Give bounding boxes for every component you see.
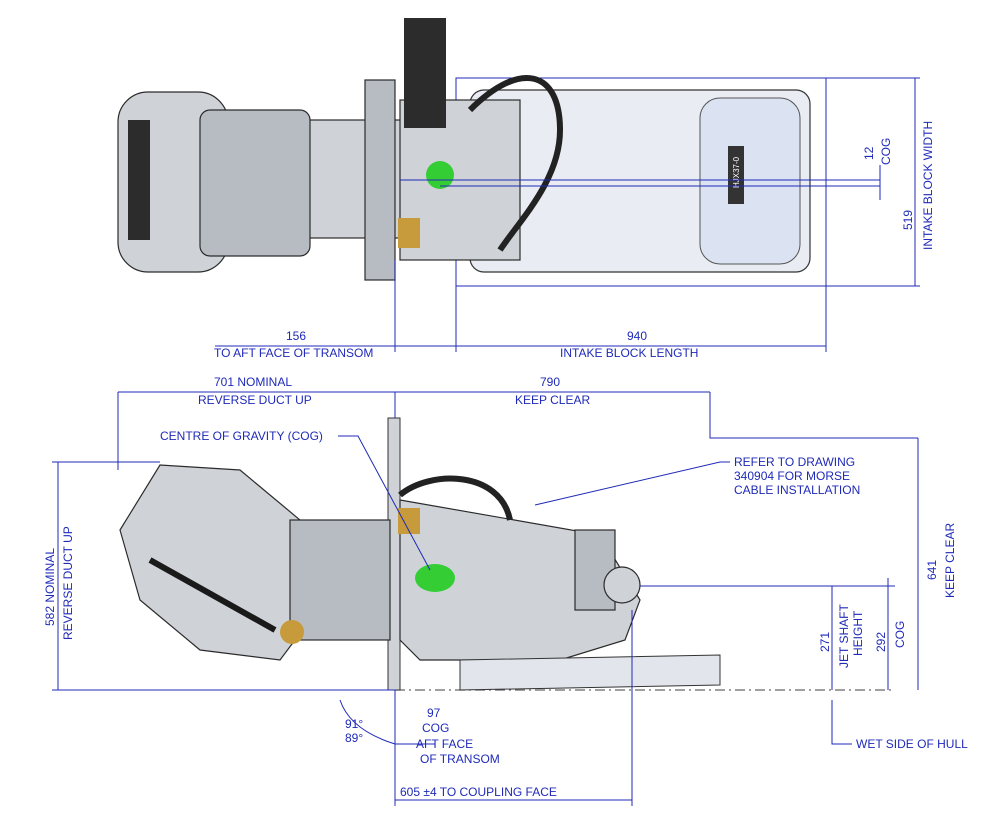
nozzle-plate <box>128 120 150 240</box>
morse-leader <box>534 461 730 506</box>
side-view: 701 NOMINAL REVERSE DUCT UP 790 KEEP CLE… <box>43 375 968 806</box>
cog-horizontal-label: COG <box>422 721 449 735</box>
intake-length-value: 940 <box>627 329 647 343</box>
intake-grill <box>699 97 801 265</box>
nozzle-body <box>289 519 391 641</box>
hydraulic-cylinder <box>404 18 446 128</box>
coupling-label: 605 ±4 TO COUPLING FACE <box>400 785 557 799</box>
morse-note-2: 340904 FOR MORSE <box>734 469 850 483</box>
keep-clear-height-value: 641 <box>925 560 939 580</box>
brass-fitting-top <box>398 218 420 248</box>
steering-bearing <box>280 620 304 644</box>
top-view: HJX37-0 519 INTAKE BLOCK WIDTH 12 COG 15… <box>117 18 935 360</box>
keep-clear-height-label: KEEP CLEAR <box>943 523 957 598</box>
intake-plate <box>728 146 744 204</box>
keep-clear-value: 790 <box>540 375 560 389</box>
morse-note-1: REFER TO DRAWING <box>734 455 855 469</box>
left-height-label: REVERSE DUCT UP <box>61 526 75 640</box>
cog-callout: CENTRE OF GRAVITY (COG) <box>160 429 323 443</box>
shaft-height-label-2: HEIGHT <box>851 610 865 656</box>
intake-side <box>459 654 721 691</box>
aft-face-value: 156 <box>286 329 306 343</box>
reverse-duct-label: REVERSE DUCT UP <box>198 393 312 407</box>
reverse-duct-value: 701 NOMINAL <box>214 375 292 389</box>
keep-clear-envelope <box>709 392 918 439</box>
cog-offset-label: COG <box>879 138 893 165</box>
brass-fitting-side <box>398 508 420 534</box>
steering-frame <box>199 109 311 257</box>
aft-face-label: TO AFT FACE OF TRANSOM <box>214 346 373 360</box>
cog-height-label: COG <box>893 621 907 648</box>
reverse-link <box>148 557 277 633</box>
coupling-face <box>603 566 641 604</box>
width-value: 519 <box>901 210 915 230</box>
cog-horizontal-value: 97 <box>427 706 441 720</box>
aft-face-side-1: AFT FACE <box>416 737 473 751</box>
morse-note-3: CABLE INSTALLATION <box>734 483 860 497</box>
cog-leader <box>338 435 431 571</box>
angle-arc <box>339 699 396 745</box>
angle-91: 91° <box>345 717 363 731</box>
cog-height-value: 292 <box>874 632 888 652</box>
intake-length-label: INTAKE BLOCK LENGTH <box>560 346 698 360</box>
shaft-height-label-1: JET SHAFT <box>837 604 851 668</box>
hose-side <box>398 475 513 521</box>
left-height-value: 582 NOMINAL <box>43 548 57 626</box>
cog-marker-top <box>426 161 454 189</box>
shaft-height-value: 271 <box>818 632 832 652</box>
hose-top <box>467 75 564 252</box>
width-label: INTAKE BLOCK WIDTH <box>921 121 935 250</box>
intake-plate-text: HJX37-0 <box>732 156 741 188</box>
cog-offset-value: 12 <box>862 146 876 160</box>
wet-side-label: WET SIDE OF HULL <box>856 737 968 751</box>
aft-face-side-2: OF TRANSOM <box>420 752 500 766</box>
transom-flange <box>364 79 396 281</box>
keep-clear-label: KEEP CLEAR <box>515 393 590 407</box>
cog-marker-side <box>415 564 455 592</box>
wet-side-leader <box>831 700 852 745</box>
angle-89: 89° <box>345 731 363 745</box>
